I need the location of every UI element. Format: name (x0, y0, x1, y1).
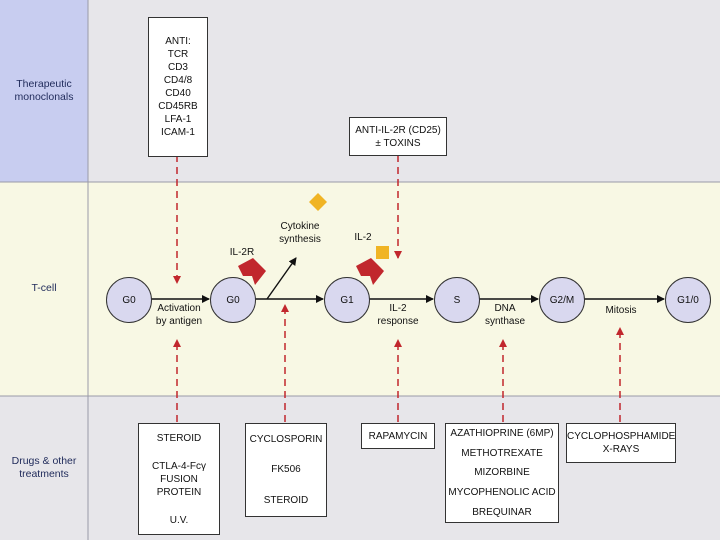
cytokine-ligand-icon (309, 193, 327, 211)
box-line: CYCLOSPORIN (249, 433, 323, 445)
box-line: METHOTREXATE (461, 447, 543, 459)
ann-line: synthase (484, 315, 526, 327)
box-line: STEROID (156, 432, 202, 444)
box-line: MIZORBINE (474, 467, 530, 479)
cytokine-arrow (266, 257, 297, 300)
mitosis-label: Mitosis (605, 305, 637, 316)
cyclosporin-box: CYCLOSPORIN FK506 STEROID (245, 423, 327, 517)
dna-label: DNA synthase (477, 303, 533, 328)
ann-line: Activation (157, 303, 201, 314)
ann-line: Cytokine (280, 221, 320, 232)
box-line: CTLA-4-Fcγ (152, 460, 206, 472)
il2-receptor-icon (356, 258, 384, 285)
box-line: ANTI-IL-2R (CD25) (355, 124, 441, 136)
row-label-drugs: Drugs & other treatments (0, 396, 88, 540)
box-line: CD45RB (158, 101, 198, 112)
drugs-band (0, 396, 720, 540)
node-g0-first: G0 (106, 277, 152, 323)
box-line: TCR (167, 49, 189, 60)
box-line: CD3 (167, 62, 188, 73)
il2-ligand-icon (376, 246, 389, 259)
box-line: LFA-1 (164, 114, 192, 125)
box-line: U.V. (169, 514, 189, 526)
box-line: ± TOXINS (375, 137, 421, 149)
rapamycin-box: RAPAMYCIN (361, 423, 435, 449)
box-line: ICAM-1 (161, 127, 195, 138)
azathioprine-box: AZATHIOPRINE (6MP) METHOTREXATE MIZORBIN… (445, 423, 559, 523)
node-g0-second: G0 (210, 277, 256, 323)
box-line: CD4/8 (163, 75, 193, 86)
box-line: X-RAYS (602, 444, 640, 455)
box-line: CYCLOPHOSPHAMIDE (567, 431, 676, 442)
il2-response-label: IL-2 response (369, 303, 427, 328)
il2r-label: IL-2R (229, 247, 255, 258)
node-g1-0: G1/0 (665, 277, 711, 323)
box-line: FUSION PROTEIN (156, 473, 202, 498)
ann-line: response (377, 315, 419, 327)
ann-line: IL-2 (389, 303, 407, 314)
box-line: ANTI: (165, 36, 191, 47)
box-line: BREQUINAR (472, 506, 532, 518)
row-label-tcell: T-cell (0, 182, 88, 396)
box-line: FK506 (271, 464, 301, 476)
box-line: MYCOPHENOLIC ACID (448, 487, 556, 499)
box-line: STEROID (263, 495, 309, 507)
anti-monoclonal-box: ANTI: TCR CD3 CD4/8 CD40 CD45RB LFA-1 IC… (148, 17, 208, 157)
activation-label: Activation by antigen (148, 303, 210, 328)
cytokine-label: Cytokine synthesis (268, 221, 332, 246)
box-line: RAPAMYCIN (368, 430, 428, 442)
steroid-box: STEROID CTLA-4-Fcγ FUSION PROTEIN U.V. (138, 423, 220, 535)
row-label-monoclonals: Therapeutic monoclonals (0, 0, 88, 182)
node-s: S (434, 277, 480, 323)
il2-label: IL-2 (354, 232, 372, 243)
ann-line: by antigen (155, 315, 203, 327)
node-g2m: G2/M (539, 277, 585, 323)
box-line: AZATHIOPRINE (6MP) (450, 428, 554, 440)
ann-line: synthesis (279, 233, 321, 245)
il2r-receptor-icon (238, 258, 266, 285)
node-g1: G1 (324, 277, 370, 323)
box-line: CD40 (165, 88, 191, 99)
ann-line: DNA (494, 303, 516, 314)
box-line-group: CTLA-4-Fcγ FUSION PROTEIN (139, 460, 219, 499)
cyclophosphamide-box: CYCLOPHOSPHAMIDE X-RAYS (566, 423, 676, 463)
anti-il2r-box: ANTI-IL-2R (CD25) ± TOXINS (349, 117, 447, 156)
